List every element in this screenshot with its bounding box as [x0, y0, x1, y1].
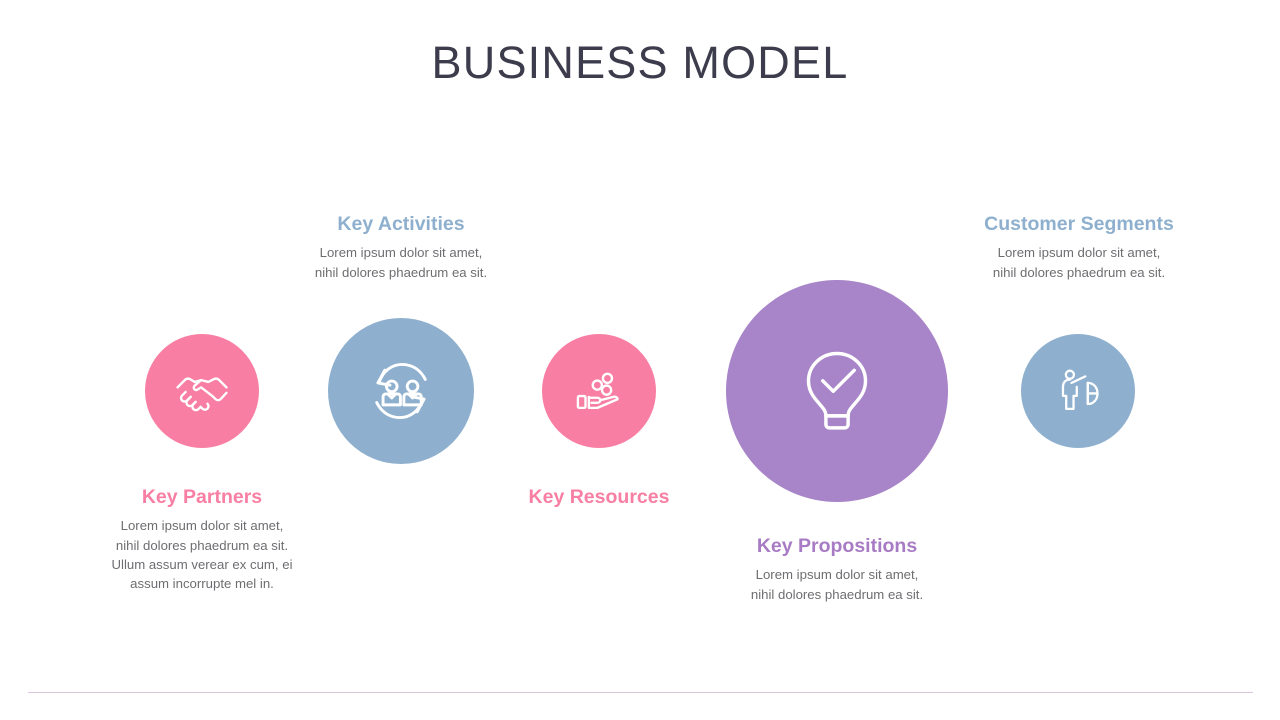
key-activities-description: Lorem ipsum dolor sit amet,nihil dolores…	[314, 245, 488, 280]
key-resources-text: Key Resources	[473, 485, 725, 509]
customer-segments-text: Customer Segments Lorem ipsum dolor sit …	[953, 212, 1205, 282]
footer-divider	[28, 692, 1253, 693]
key-propositions-description: Lorem ipsum dolor sit amet,nihil dolores…	[750, 567, 924, 602]
customer-segments-circle[interactable]	[1021, 334, 1135, 448]
people-exchange-icon	[375, 362, 427, 420]
key-propositions-circle[interactable]	[726, 280, 948, 502]
hand-coins-icon	[576, 372, 619, 410]
handshake-icon	[176, 377, 228, 412]
lightbulb-check-icon	[806, 351, 868, 430]
key-activities-text: Key Activities Lorem ipsum dolor sit ame…	[275, 212, 527, 282]
key-propositions-text: Key Propositions Lorem ipsum dolor sit a…	[711, 534, 963, 604]
key-partners-description: Lorem ipsum dolor sit amet,nihil dolores…	[111, 518, 293, 591]
key-propositions-heading: Key Propositions	[756, 535, 918, 557]
key-activities-circle[interactable]	[328, 318, 474, 464]
customer-segments-description: Lorem ipsum dolor sit amet,nihil dolores…	[992, 245, 1166, 280]
key-resources-heading: Key Resources	[528, 486, 670, 508]
key-partners-text: Key Partners Lorem ipsum dolor sit amet,…	[76, 485, 328, 593]
key-activities-heading: Key Activities	[337, 213, 465, 235]
page-title: BUSINESS MODEL	[431, 37, 849, 88]
key-partners-heading: Key Partners	[141, 486, 263, 508]
customer-segments-heading: Customer Segments	[984, 213, 1174, 235]
person-piechart-icon	[1061, 369, 1099, 411]
key-partners-circle[interactable]	[145, 334, 259, 448]
key-resources-circle[interactable]	[542, 334, 656, 448]
